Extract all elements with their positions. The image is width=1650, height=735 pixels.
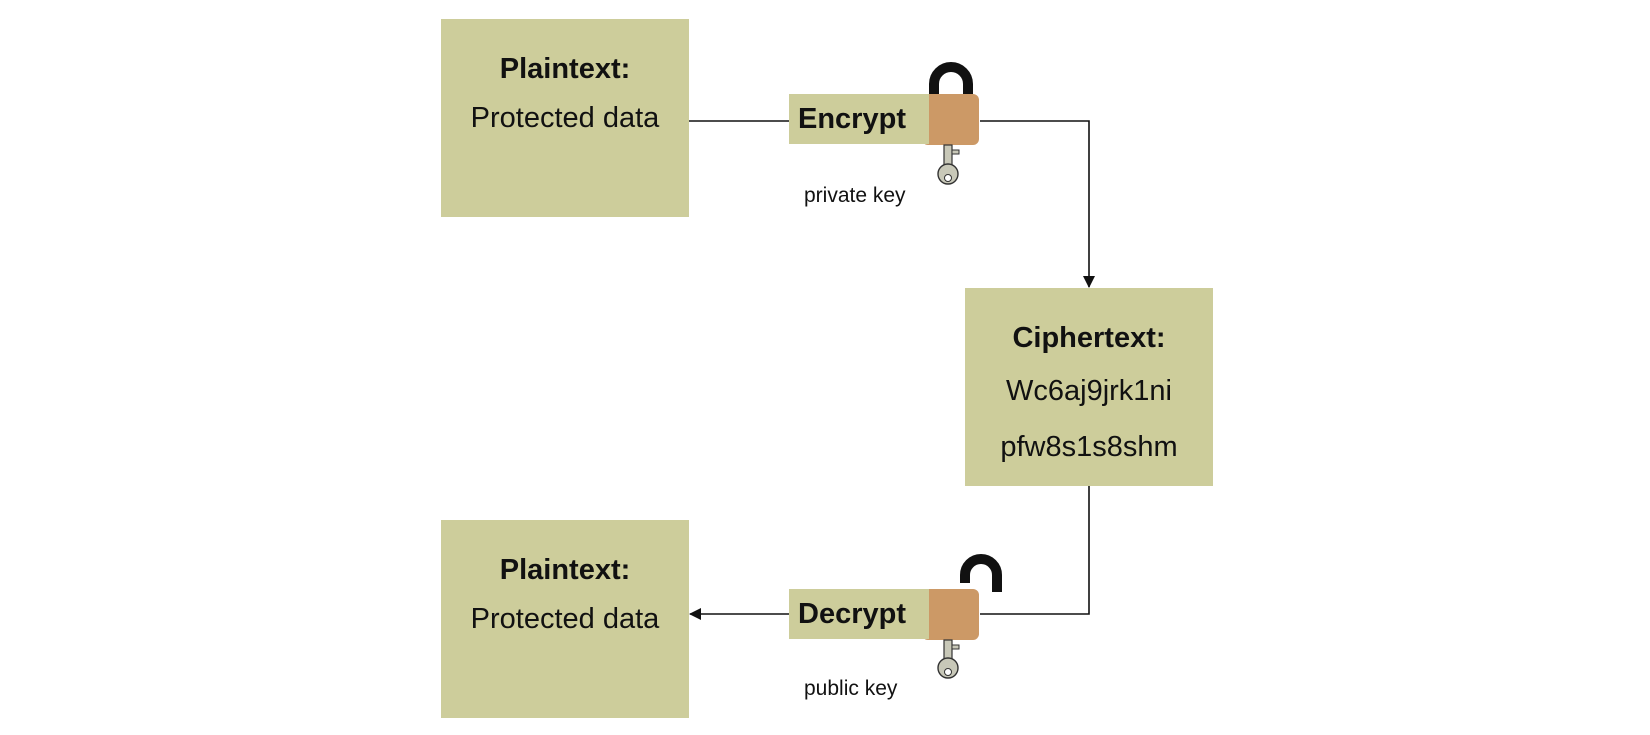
decrypt-label: Decrypt — [789, 589, 929, 639]
plaintext-title-top: Plaintext: — [499, 53, 631, 85]
public-key-icon — [937, 639, 960, 679]
ciphertext-line-1: Wc6aj9jrk1ni — [1006, 375, 1172, 407]
arrow-encrypt-ciphertext — [980, 120, 1095, 288]
public-key-caption: public key — [804, 677, 898, 700]
connector-ciphertext-decrypt — [980, 486, 1090, 615]
encrypt-label: Encrypt — [789, 94, 929, 144]
plaintext-body-top: Protected data — [470, 102, 660, 134]
private-key-icon — [937, 144, 960, 185]
padlock-locked-icon — [922, 62, 979, 145]
ciphertext-line-2: pfw8s1s8shm — [1000, 431, 1178, 463]
private-key-caption: private key — [804, 184, 906, 207]
ciphertext-title: Ciphertext: — [1012, 322, 1166, 354]
plaintext-body-bottom: Protected data — [470, 603, 660, 635]
padlock-unlocked-icon — [922, 554, 1002, 640]
plaintext-title-bottom: Plaintext: — [499, 554, 631, 586]
ciphertext-box: Ciphertext: Wc6aj9jrk1ni pfw8s1s8shm — [965, 288, 1213, 486]
plaintext-box-top: Plaintext: Protected data — [441, 19, 689, 217]
plaintext-box-bottom: Plaintext: Protected data — [441, 520, 689, 718]
